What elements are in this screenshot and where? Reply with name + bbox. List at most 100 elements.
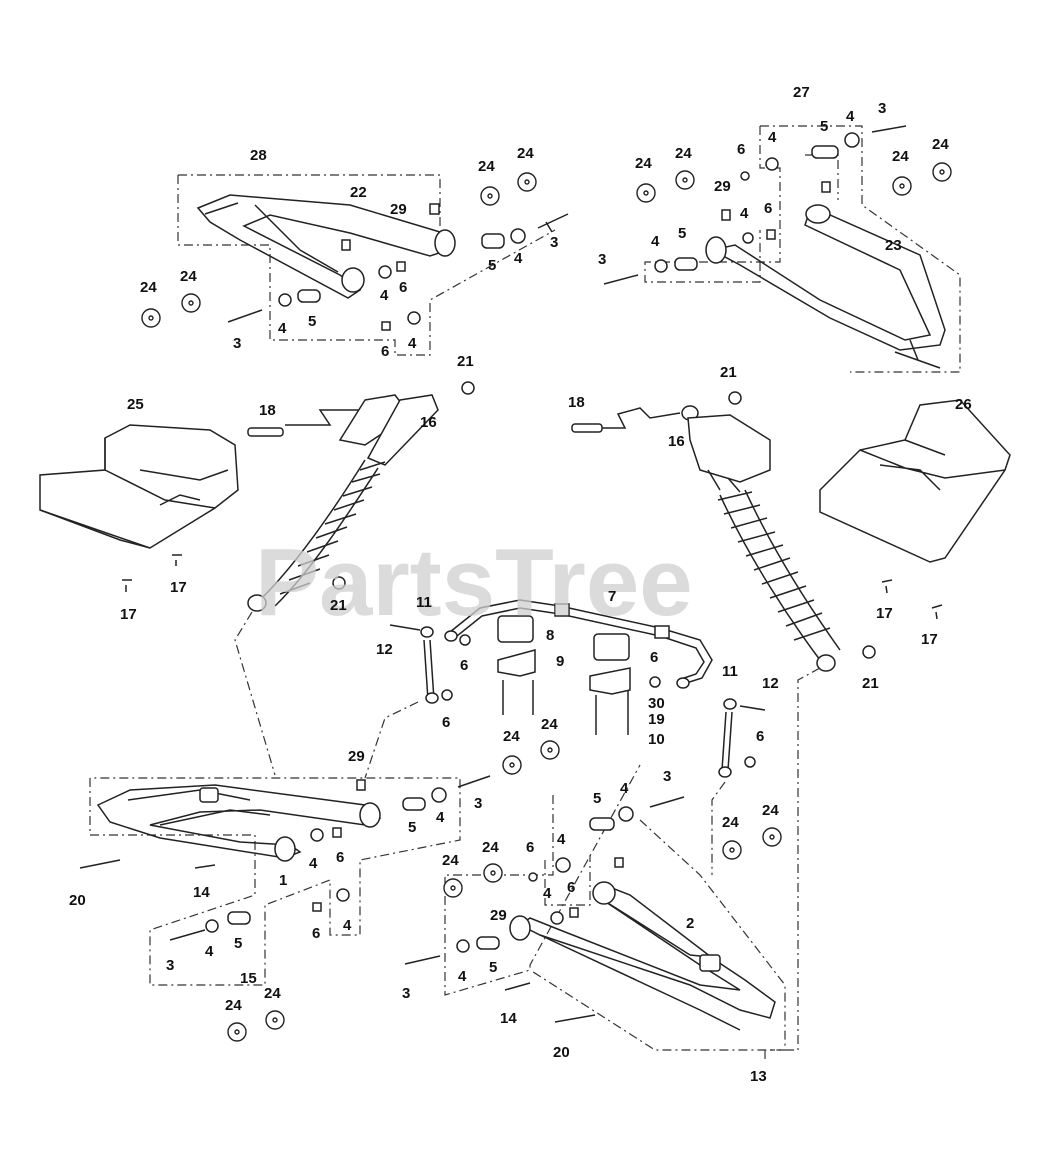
callout-24: 24 xyxy=(932,136,949,153)
lower-right-a-arm-assembly xyxy=(404,740,786,1051)
callout-24: 24 xyxy=(517,145,534,162)
callout-6: 6 xyxy=(737,141,745,158)
callout-3: 3 xyxy=(663,768,671,785)
callout-26: 26 xyxy=(955,396,972,413)
callout-4: 4 xyxy=(651,233,660,250)
callout-5: 5 xyxy=(234,935,242,952)
callout-12: 12 xyxy=(762,675,779,692)
callout-23: 23 xyxy=(885,237,902,254)
skid-guard-left xyxy=(39,424,239,592)
callout-4: 4 xyxy=(620,780,629,797)
callout-11: 11 xyxy=(722,663,738,680)
callout-20: 20 xyxy=(553,1044,570,1061)
callout-7: 7 xyxy=(608,588,616,605)
callout-4: 4 xyxy=(514,250,523,267)
callout-4: 4 xyxy=(309,855,318,872)
upper-left-a-arm xyxy=(196,194,456,299)
callout-5: 5 xyxy=(308,313,316,330)
callout-6: 6 xyxy=(764,200,772,217)
callout-4: 4 xyxy=(343,917,352,934)
callout-12: 12 xyxy=(376,641,393,658)
callout-24: 24 xyxy=(892,148,909,165)
callout-17: 17 xyxy=(120,606,137,623)
callout-21: 21 xyxy=(720,364,737,381)
callout-3: 3 xyxy=(402,985,410,1002)
bushing-set-upper-right xyxy=(603,125,907,285)
callout-24: 24 xyxy=(264,985,281,1002)
callout-4: 4 xyxy=(205,943,214,960)
callout-13: 13 xyxy=(750,1068,767,1085)
bushing-set-lower-right xyxy=(404,796,685,1023)
shock-absorber-right xyxy=(571,391,876,672)
callout-18: 18 xyxy=(568,394,585,411)
callout-4: 4 xyxy=(436,809,445,826)
callout-5: 5 xyxy=(820,118,828,135)
callout-14: 14 xyxy=(193,884,210,901)
washer-set-upper-left xyxy=(141,172,537,328)
callout-28: 28 xyxy=(250,147,267,164)
callout-6: 6 xyxy=(567,879,575,896)
callout-3: 3 xyxy=(233,335,241,352)
washer-set-lower-right xyxy=(443,740,782,898)
callout-4: 4 xyxy=(278,320,287,337)
callout-11: 11 xyxy=(416,594,432,611)
shock-absorber-left xyxy=(247,381,475,612)
lower-left-a-arm-assembly xyxy=(79,775,491,1042)
callout-24: 24 xyxy=(722,814,739,831)
callout-9: 9 xyxy=(556,653,564,670)
callout-18: 18 xyxy=(259,402,276,419)
callout-16: 16 xyxy=(420,414,437,431)
callout-24: 24 xyxy=(762,802,779,819)
stabilizer-links xyxy=(389,624,766,778)
leader-connectors xyxy=(234,611,821,1060)
lower-right-a-arm xyxy=(509,857,776,1031)
callout-3: 3 xyxy=(550,234,558,251)
callout-6: 6 xyxy=(442,714,450,731)
callout-5: 5 xyxy=(593,790,601,807)
callout-22: 22 xyxy=(350,184,367,201)
callout-24: 24 xyxy=(503,728,520,745)
watermark: PartsTree xyxy=(255,529,693,636)
callout-24: 24 xyxy=(140,279,157,296)
callout-29: 29 xyxy=(390,201,407,218)
bushing-set-lower-left xyxy=(79,775,491,941)
callout-6: 6 xyxy=(336,849,344,866)
callout-24: 24 xyxy=(635,155,652,172)
callout-4: 4 xyxy=(380,287,389,304)
callout-17: 17 xyxy=(921,631,938,648)
callout-6: 6 xyxy=(399,279,407,296)
upper-left-a-arm-assembly xyxy=(141,172,569,356)
callout-24: 24 xyxy=(478,158,495,175)
callout-4: 4 xyxy=(846,108,855,125)
callout-6: 6 xyxy=(650,649,658,666)
callout-3: 3 xyxy=(598,251,606,268)
callout-24: 24 xyxy=(225,997,242,1014)
callout-27: 27 xyxy=(793,84,810,101)
callout-24: 24 xyxy=(675,145,692,162)
callout-24: 24 xyxy=(482,839,499,856)
callout-3: 3 xyxy=(166,957,174,974)
callout-24: 24 xyxy=(442,852,459,869)
lower-left-a-arm xyxy=(96,779,382,862)
callout-29: 29 xyxy=(714,178,731,195)
callout-24: 24 xyxy=(180,268,197,285)
callout-1: 1 xyxy=(279,872,287,889)
callout-21: 21 xyxy=(457,353,474,370)
callout-4: 4 xyxy=(458,968,467,985)
callout-5: 5 xyxy=(678,225,686,242)
callout-20: 20 xyxy=(69,892,86,909)
callout-17: 17 xyxy=(170,579,187,596)
washer-set-lower-left xyxy=(227,1010,285,1042)
callout-21: 21 xyxy=(862,675,879,692)
callout-4: 4 xyxy=(740,205,749,222)
callout-17: 17 xyxy=(876,605,893,622)
callout-4: 4 xyxy=(408,335,417,352)
callout-19: 19 xyxy=(648,711,665,728)
callout-4: 4 xyxy=(557,831,566,848)
washer-set-upper-right xyxy=(636,162,952,203)
callout-6: 6 xyxy=(526,839,534,856)
callout-8: 8 xyxy=(546,627,554,644)
callout-30: 30 xyxy=(648,695,665,712)
callout-3: 3 xyxy=(474,795,482,812)
